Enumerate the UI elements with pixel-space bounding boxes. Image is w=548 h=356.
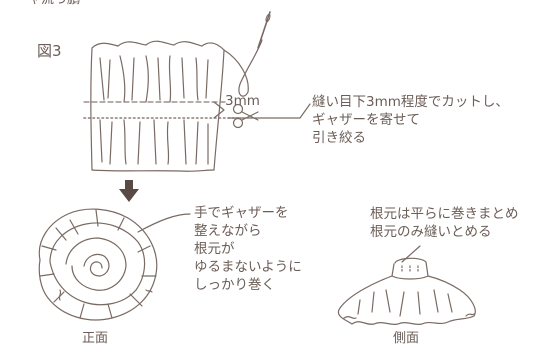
- front-instruction-line: ゆるまないように: [194, 259, 302, 275]
- cut-instruction-line: ギャザーを寄せて: [312, 112, 420, 128]
- side-instruction-line: 根元は平らに巻きまとめ: [370, 206, 519, 222]
- figure-label: 図3: [37, 42, 62, 60]
- top-fragment-text: ャ流っ鵬: [28, 0, 80, 8]
- rosette-side-drawing: [337, 257, 476, 326]
- side-instruction-line: 根元のみ縫いとめる: [370, 224, 492, 240]
- side-view-label: 側面: [393, 331, 420, 346]
- front-instruction-line: 整えながら: [194, 223, 262, 239]
- gathered-fabric-drawing: [90, 11, 271, 172]
- front-instruction-line: しっかり巻く: [194, 277, 275, 293]
- down-arrow-icon: [119, 180, 139, 202]
- rosette-front-drawing: [38, 208, 158, 321]
- front-instruction-line: 根元が: [194, 241, 235, 257]
- front-view-label: 正面: [82, 331, 109, 346]
- measurement-label: 3mm: [225, 93, 260, 109]
- measure-bracket: [213, 101, 225, 119]
- cut-instruction-line: 引き絞る: [312, 130, 366, 146]
- front-instruction-line: 手でギャザーを: [194, 205, 289, 221]
- cut-instruction-line: 縫い目下3mm程度でカットし、: [312, 94, 509, 110]
